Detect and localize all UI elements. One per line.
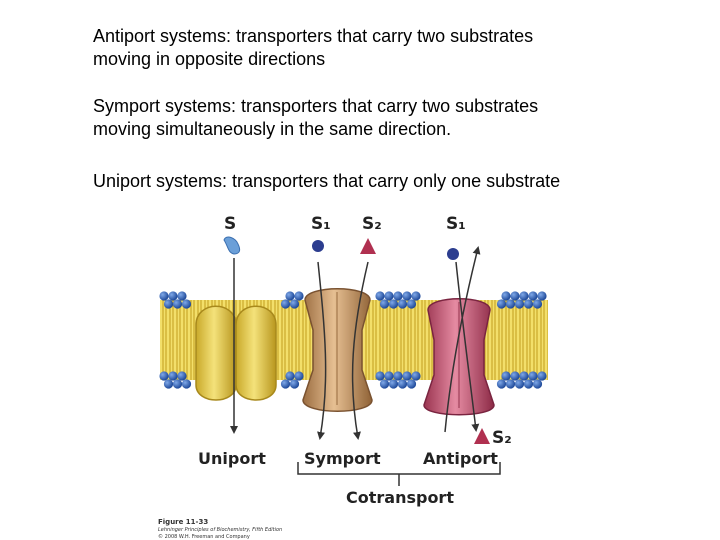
lipid-head: [406, 379, 417, 389]
lipid-head: [393, 371, 403, 381]
symport-definition-line2: moving simultaneously in the same direct…: [93, 119, 452, 139]
substrate-s: [223, 236, 241, 255]
lipid-head: [397, 379, 408, 389]
lipid-head: [379, 379, 390, 389]
lipid-head: [168, 371, 178, 381]
lipid-head: [375, 371, 385, 381]
substrate-s1-antiport: [447, 248, 459, 260]
lipid-head: [163, 379, 174, 389]
substrate-s2-antiport: [474, 428, 490, 444]
lipid-heads-bottom: [159, 371, 547, 389]
lipid-heads-top: [159, 291, 547, 309]
lipid-head: [532, 379, 543, 389]
lipid-head: [388, 299, 399, 309]
lipid-head: [523, 299, 534, 309]
substrate-s2-symport: [360, 238, 376, 254]
symport-transporter: [302, 288, 373, 412]
lipid-head: [411, 371, 421, 381]
lipid-head: [375, 291, 385, 301]
antiport-transporter: [423, 298, 495, 416]
lipid-head: [519, 291, 529, 301]
lipid-head: [532, 299, 543, 309]
lipid-head: [177, 291, 187, 301]
figure-caption-line1: Lehninger Principles of Biochemistry, Fi…: [158, 527, 282, 533]
antiport-definition-line2: moving in opposite directions: [93, 49, 326, 69]
lipid-head: [289, 299, 300, 309]
lipid-head: [411, 291, 421, 301]
lipid-head: [172, 299, 183, 309]
label-cotransport: Cotransport: [346, 488, 454, 507]
label-s1-antiport: S₁: [446, 214, 466, 234]
lipid-head: [528, 371, 538, 381]
symport-s2-arrow: [351, 261, 369, 440]
lipid-head: [510, 371, 520, 381]
lipid-head: [510, 291, 520, 301]
lipid-head: [537, 291, 547, 301]
lipid-head: [379, 299, 390, 309]
lipid-head: [496, 299, 507, 309]
lipid-head: [406, 299, 417, 309]
lipid-head: [172, 379, 183, 389]
antiport-s1-arrow: [444, 246, 481, 433]
lipid-head: [280, 379, 291, 389]
lipid-head: [397, 299, 408, 309]
lipid-head: [402, 371, 412, 381]
lipid-head: [505, 379, 516, 389]
antiport-s2-arrow: [455, 261, 480, 432]
lipid-head: [388, 379, 399, 389]
symport-definition-line1: Symport systems: transporters that carry…: [93, 96, 539, 116]
lipid-head: [159, 291, 169, 301]
lipid-head: [177, 371, 187, 381]
lipid-head: [181, 379, 192, 389]
antiport-definition-line1: Antiport systems: transporters that carr…: [93, 26, 534, 46]
uniport-definition: Uniport systems: transporters that carry…: [93, 170, 693, 193]
lipid-head: [496, 379, 507, 389]
lipid-head: [168, 291, 178, 301]
label-symport: Symport: [304, 449, 381, 468]
lipid-head: [159, 371, 169, 381]
lipid-head: [528, 291, 538, 301]
symport-definition: Symport systems: transporters that carry…: [93, 95, 693, 141]
lipid-head: [519, 371, 529, 381]
lipid-head: [294, 291, 304, 301]
lipid-head: [181, 299, 192, 309]
lipid-head: [501, 291, 511, 301]
lipid-head: [514, 379, 525, 389]
lipid-head: [393, 291, 403, 301]
uniport-definition-line1: Uniport systems: transporters that carry…: [93, 171, 561, 191]
uniport-transporter: [195, 305, 277, 401]
label-s2-symport: S₂: [362, 214, 382, 234]
lipid-head: [285, 371, 295, 381]
label-s1-symport: S₁: [311, 214, 331, 234]
lipid-head: [289, 379, 300, 389]
lipid-head: [163, 299, 174, 309]
lipid-head: [514, 299, 525, 309]
lipid-head: [505, 299, 516, 309]
lipid-head: [285, 291, 295, 301]
label-s2-antiport: S₂: [492, 428, 512, 448]
lipid-head: [384, 291, 394, 301]
lipid-head: [537, 371, 547, 381]
lipid-head: [501, 371, 511, 381]
antiport-definition: Antiport systems: transporters that carr…: [93, 25, 693, 71]
cotransport-bracket: [297, 462, 501, 486]
symport-s1-arrow: [317, 261, 327, 440]
lipid-head: [294, 371, 304, 381]
label-antiport: Antiport: [423, 449, 498, 468]
lipid-head: [384, 371, 394, 381]
substrate-s1-symport: [312, 240, 324, 252]
lipid-head: [523, 379, 534, 389]
lipid-head: [280, 299, 291, 309]
label-s: S: [224, 214, 236, 234]
figure-caption-line2: © 2008 W.H. Freeman and Company: [158, 533, 250, 540]
lipid-head: [402, 291, 412, 301]
figure-caption-title: Figure 11-33: [158, 518, 208, 526]
label-uniport: Uniport: [198, 449, 266, 468]
